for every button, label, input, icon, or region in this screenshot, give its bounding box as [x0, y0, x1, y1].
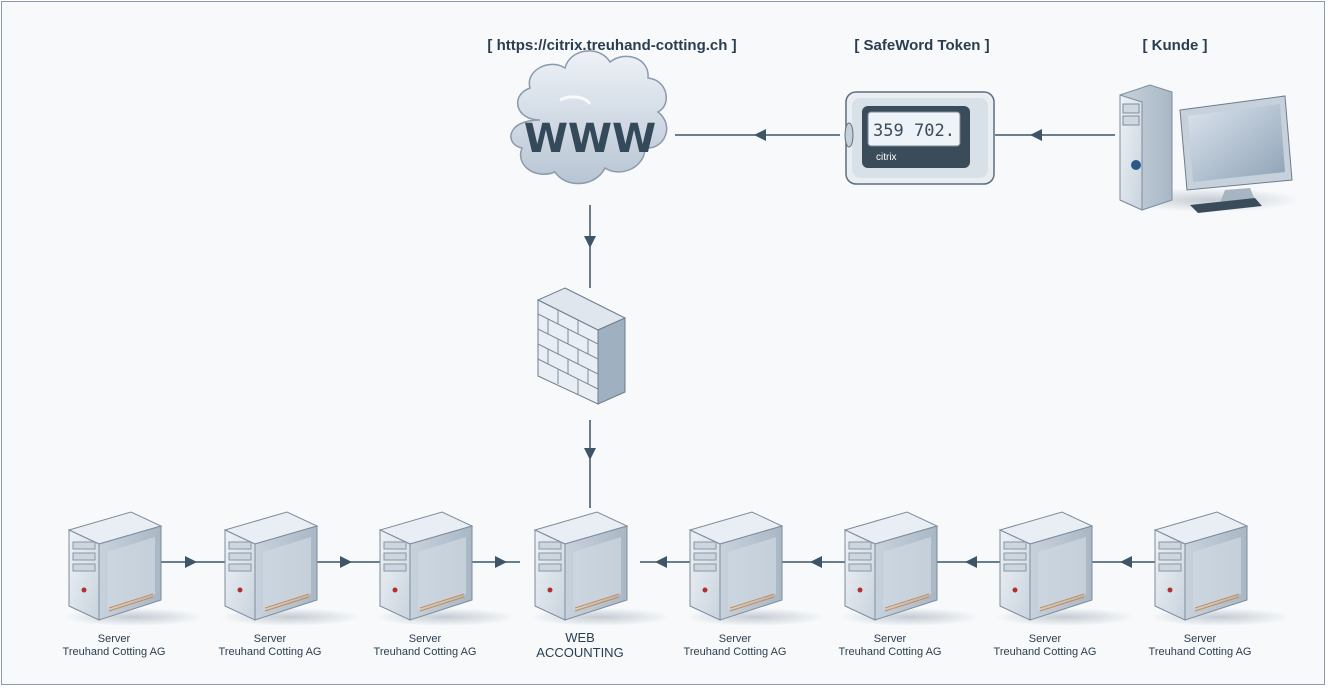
server-label-line1: Server [253, 633, 287, 645]
server-label-line1: Server [1028, 633, 1062, 645]
server-icon [530, 511, 670, 626]
token-display-code: 359 702. [873, 121, 955, 141]
server-icon [375, 511, 515, 626]
arrow-left-icon [1030, 129, 1042, 141]
arrowheads [185, 129, 1132, 568]
arrow-right-icon [495, 556, 507, 568]
arrow-left-icon [655, 556, 667, 568]
safeword-token-icon: 359 702. citrix [844, 91, 995, 185]
servers-layer [64, 511, 1290, 626]
connection-lines [160, 134, 1160, 563]
server-label-line1: Server [1183, 633, 1217, 645]
server-label-line2: Treuhand Cotting AG [218, 646, 322, 658]
client-computer-icon [1119, 84, 1300, 213]
server-label-line2: Treuhand Cotting AG [838, 646, 942, 658]
cloud-www-text: WWW [524, 116, 656, 162]
url-label: [ https://citrix.treuhand-cotting.ch ] [487, 37, 737, 54]
server-label-line2: Treuhand Cotting AG [1148, 646, 1252, 658]
arrow-left-icon [810, 556, 822, 568]
arrow-down-icon [584, 236, 596, 248]
arrow-left-icon [754, 129, 766, 141]
server-label-line1: WEB [565, 630, 595, 645]
server-label-line1: Server [873, 633, 907, 645]
server-icon [64, 511, 204, 626]
arrow-down-icon [584, 448, 596, 460]
arrow-right-icon [340, 556, 352, 568]
client-label: [ Kunde ] [1142, 37, 1208, 54]
server-icon [1150, 511, 1290, 626]
token-brand-label: citrix [876, 152, 897, 163]
server-label-line1: Server [718, 633, 752, 645]
server-icon [995, 511, 1135, 626]
arrow-left-icon [965, 556, 977, 568]
arrow-right-icon [185, 556, 197, 568]
server-label-line2: Treuhand Cotting AG [62, 646, 166, 658]
server-label-line2: ACCOUNTING [536, 645, 624, 660]
server-icon [220, 511, 360, 626]
server-label-line1: Server [408, 633, 442, 645]
internet-cloud-icon: WWW [510, 50, 668, 185]
server-icon [840, 511, 980, 626]
token-label: [ SafeWord Token ] [854, 37, 990, 54]
server-label-line2: Treuhand Cotting AG [373, 646, 477, 658]
server-label-line2: Treuhand Cotting AG [683, 646, 787, 658]
server-icon [685, 511, 825, 626]
firewall-icon [536, 287, 627, 405]
server-label-line1: Server [97, 633, 131, 645]
server-label-line2: Treuhand Cotting AG [993, 646, 1097, 658]
arrow-left-icon [1120, 556, 1132, 568]
